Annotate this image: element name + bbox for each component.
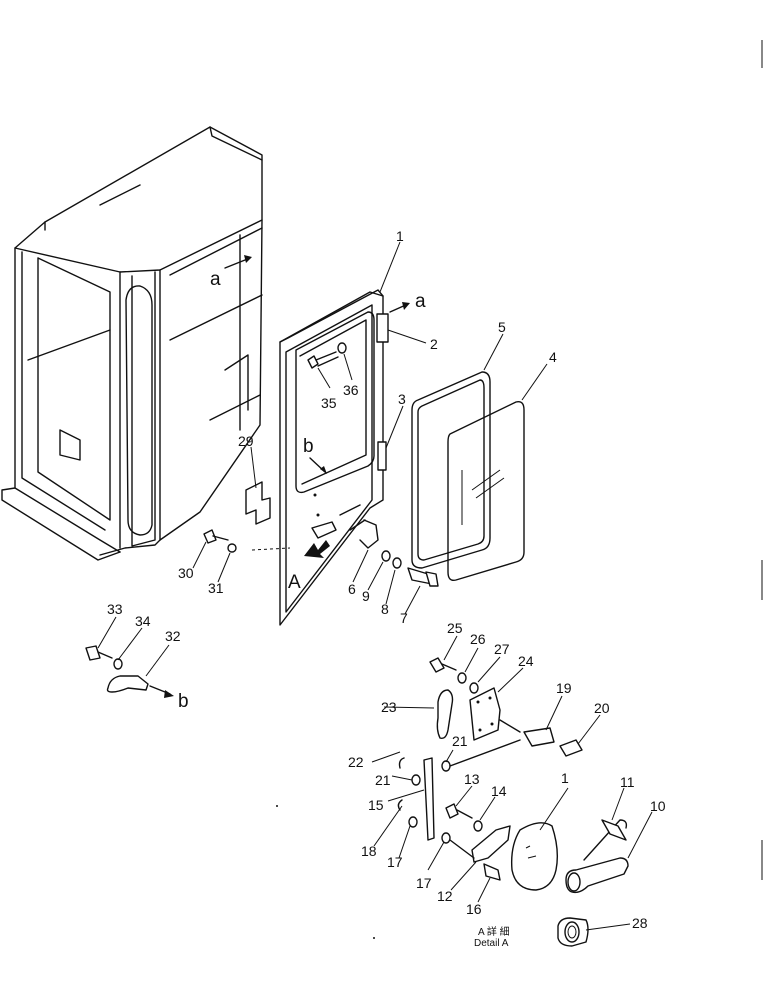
callout-27: 27 (494, 641, 510, 657)
callout-21-b: 21 (375, 772, 391, 788)
callout-16: 16 (466, 901, 482, 917)
striker-bracket (311, 519, 379, 549)
callout-1: 1 (396, 228, 404, 244)
callout-11: 11 (620, 774, 635, 790)
callout-13: 13 (464, 771, 480, 787)
callout-4: 4 (549, 349, 557, 365)
door-panel (279, 289, 389, 626)
callout-26: 26 (470, 631, 486, 647)
ref-arrow-a-door: a (389, 291, 426, 313)
callout-28: 28 (632, 915, 648, 931)
callout-23: 23 (381, 699, 397, 715)
ref-arrow-b-door: b (303, 436, 327, 474)
callout-7: 7 (400, 610, 408, 626)
callout-31: 31 (208, 580, 224, 596)
callout-17-a: 17 (387, 854, 403, 870)
callout-20: 20 (594, 700, 610, 716)
detail-caption-en: Detail A (474, 938, 509, 949)
ref-arrow-A-door: A (288, 540, 330, 593)
ref-label-a-cab: a (210, 269, 221, 290)
lock-assembly (397, 657, 629, 947)
bolt-30 (203, 529, 237, 553)
ref-label-A-door: A (288, 572, 301, 593)
callout-15: 15 (368, 797, 384, 813)
callout-22: 22 (348, 754, 364, 770)
scan-specks (276, 40, 763, 939)
callout-18: 18 (361, 843, 377, 859)
callout-5: 5 (498, 319, 506, 335)
callout-1-detail: 1 (561, 770, 569, 786)
callout-3: 3 (398, 391, 406, 407)
callout-34: 34 (135, 613, 151, 629)
callout-29: 29 (238, 433, 254, 449)
window-seal-5 (411, 371, 491, 569)
ref-label-a-door: a (415, 291, 426, 312)
leader-lines (97, 241, 653, 931)
callout-21-a: 21 (452, 733, 468, 749)
callout-6: 6 (348, 581, 356, 597)
callout-32: 32 (165, 628, 181, 644)
callout-14: 14 (491, 783, 507, 799)
window-glass-4 (447, 400, 525, 582)
callout-2: 2 (430, 336, 438, 352)
cab-body (1, 126, 263, 561)
callout-8: 8 (381, 601, 389, 617)
callout-35: 35 (321, 395, 337, 411)
callout-labels: 1 2 3 4 5 6 7 8 9 10 11 12 13 14 15 16 1… (107, 228, 666, 931)
callout-25: 25 (447, 620, 463, 636)
washers-bolt-7 (381, 550, 439, 587)
ref-label-b-handle: b (178, 691, 189, 712)
callout-19: 19 (556, 680, 572, 696)
callout-24: 24 (518, 653, 534, 669)
plate-29 (245, 481, 291, 551)
callout-33: 33 (107, 601, 123, 617)
callout-12: 12 (437, 888, 453, 904)
door-bolt-35 (307, 342, 347, 369)
detail-caption: A 詳 細 Detail A (474, 925, 510, 949)
callout-9: 9 (362, 588, 370, 604)
handle-32: b (85, 645, 189, 712)
callout-30: 30 (178, 565, 194, 581)
callout-10: 10 (650, 798, 666, 814)
callout-17-b: 17 (416, 875, 432, 891)
ref-arrow-a-cab: a (210, 255, 252, 290)
ref-label-b-door: b (303, 436, 314, 457)
detail-caption-jp: A 詳 細 (478, 925, 510, 938)
callout-36: 36 (343, 382, 359, 398)
